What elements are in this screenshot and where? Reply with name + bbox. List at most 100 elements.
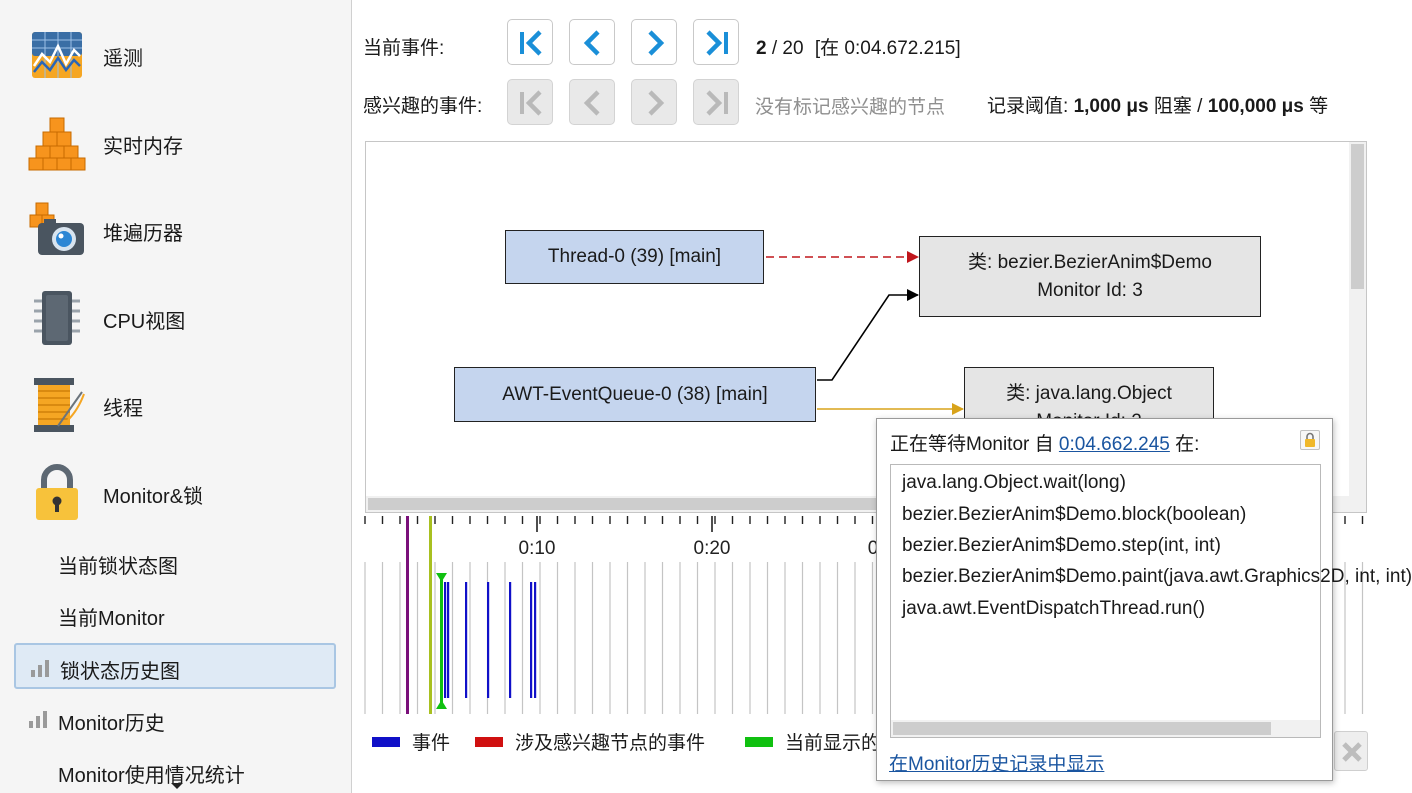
sidebar-subitem-label: Monitor历史 bbox=[58, 713, 165, 735]
heap-camera-icon bbox=[29, 202, 84, 255]
last-icon bbox=[706, 30, 728, 56]
show-in-monitor-history-link[interactable]: 在Monitor历史记录中显示 bbox=[889, 754, 1105, 775]
legend-swatch bbox=[475, 737, 503, 747]
timeline-events bbox=[444, 582, 537, 698]
previous-interesting-button[interactable] bbox=[569, 79, 615, 125]
timeline-event-bar bbox=[444, 582, 447, 698]
legend-label: 当前显示的 bbox=[785, 733, 881, 754]
graph-node-monitor-3[interactable]: 类: bezier.BezierAnim$Demo Monitor Id: 3 bbox=[919, 236, 1261, 317]
sidebar-subitem-monitor-history[interactable]: Monitor历史 bbox=[14, 696, 336, 742]
current-event-marker bbox=[436, 573, 447, 709]
stack-frame[interactable]: java.lang.Object.wait(long) bbox=[902, 472, 1126, 493]
thread-spool-icon bbox=[34, 378, 85, 432]
sidebar-subitem-lock-history-graph[interactable]: 锁状态历史图 bbox=[14, 643, 336, 689]
pin-popup-button[interactable] bbox=[1300, 430, 1320, 450]
popup-header: 正在等待Monitor 自 0:04.662.245 在: bbox=[890, 429, 1199, 456]
close-button[interactable] bbox=[1334, 731, 1368, 771]
sidebar-subitem-current-lock-graph[interactable]: 当前锁状态图 bbox=[14, 539, 336, 585]
event-position: 2 / 20 [在 0:04.672.215] bbox=[756, 33, 961, 60]
bar-chart-icon bbox=[31, 660, 49, 677]
sidebar-item-label: CPU视图 bbox=[103, 311, 186, 333]
no-marked-nodes-text: 没有标记感兴趣的节点 bbox=[755, 97, 946, 118]
memory-cubes-icon bbox=[28, 117, 86, 171]
lock-graph-panel[interactable]: Thread-0 (39) [main] 类: bezier.BezierAni… bbox=[365, 141, 1367, 513]
sidebar-item-label: 堆遍历器 bbox=[103, 223, 183, 245]
timeline-event-bar bbox=[447, 582, 450, 698]
sidebar-subitem-current-monitors[interactable]: 当前Monitor bbox=[14, 591, 336, 637]
last-interesting-button[interactable] bbox=[693, 79, 739, 125]
last-icon bbox=[706, 90, 728, 116]
graph-node-awt-eventqueue[interactable]: AWT-EventQueue-0 (38) [main] bbox=[454, 367, 816, 422]
next-icon bbox=[648, 90, 665, 116]
sidebar: 遥测 实时内存 堆遍历器 bbox=[0, 0, 352, 793]
last-event-button[interactable] bbox=[693, 19, 739, 65]
edge-awt-monitor1 bbox=[817, 289, 919, 381]
first-icon bbox=[520, 90, 542, 116]
first-interesting-button[interactable] bbox=[507, 79, 553, 125]
sidebar-subitem-label: Monitor使用情况统计 bbox=[58, 765, 245, 787]
sidebar-item-label: Monitor&锁 bbox=[103, 486, 204, 508]
triangle-down-icon[interactable] bbox=[170, 782, 184, 790]
bar-chart-icon bbox=[29, 711, 47, 728]
lock-icon bbox=[1305, 432, 1315, 447]
event-time: [在 0:04.672.215] bbox=[814, 38, 961, 59]
threshold-block-text: 阻塞 / bbox=[1153, 96, 1203, 117]
timeline-event-bar bbox=[487, 582, 490, 698]
popup-time-link[interactable]: 0:04.662.245 bbox=[1058, 434, 1170, 455]
close-icon bbox=[1342, 742, 1362, 762]
sidebar-subitem-label: 当前锁状态图 bbox=[58, 556, 178, 578]
timeline-event-bar bbox=[465, 582, 468, 698]
event-total: / 20 bbox=[771, 38, 804, 59]
sidebar-item-threads[interactable]: 线程 bbox=[0, 364, 352, 444]
sidebar-subitem-monitor-usage-stats[interactable]: Monitor使用情况统计 bbox=[14, 748, 336, 787]
timeline-event-bar bbox=[509, 582, 512, 698]
sidebar-item-label: 实时内存 bbox=[103, 136, 183, 158]
timeline-tick-label-partial: 0 bbox=[868, 538, 879, 559]
first-event-button[interactable] bbox=[507, 19, 553, 65]
timeline-event-bar bbox=[534, 582, 537, 698]
sidebar-item-monitors-locks[interactable]: Monitor&锁 bbox=[0, 452, 352, 532]
sidebar-item-cpu-views[interactable]: CPU视图 bbox=[0, 277, 352, 357]
next-icon bbox=[648, 30, 665, 56]
stack-frame[interactable]: bezier.BezierAnim$Demo.paint(java.awt.Gr… bbox=[902, 566, 1412, 587]
node-label: AWT-EventQueue-0 (38) [main] bbox=[502, 383, 768, 405]
timeline-marker-olive bbox=[429, 516, 432, 714]
sidebar-item-telemetry[interactable]: 遥测 bbox=[0, 14, 352, 94]
popup-header-prefix: 正在等待Monitor 自 bbox=[890, 434, 1054, 455]
previous-icon bbox=[583, 90, 600, 116]
stack-frame[interactable]: java.awt.EventDispatchThread.run() bbox=[902, 598, 1206, 619]
legend-label: 涉及感兴趣节点的事件 bbox=[515, 733, 706, 754]
graph-vertical-scrollbar[interactable] bbox=[1349, 142, 1366, 512]
popup-header-suffix: 在: bbox=[1175, 434, 1200, 455]
recording-threshold: 记录阈值: 1,000 μs 阻塞 / 100,000 μs 等 bbox=[987, 91, 1328, 118]
previous-icon bbox=[583, 30, 600, 56]
timeline-tick-label-0-10: 0:10 bbox=[519, 538, 556, 559]
stack-horizontal-scrollbar[interactable] bbox=[891, 720, 1320, 737]
monitor-wait-popup: 正在等待Monitor 自 0:04.662.245 在: java.lang.… bbox=[876, 418, 1412, 781]
legend-swatch bbox=[372, 737, 400, 747]
sidebar-item-live-memory[interactable]: 实时内存 bbox=[0, 102, 352, 182]
previous-event-button[interactable] bbox=[569, 19, 615, 65]
stack-frame[interactable]: bezier.BezierAnim$Demo.block(boolean) bbox=[902, 504, 1247, 525]
event-current-index: 2 bbox=[756, 38, 767, 59]
sidebar-subitem-label: 锁状态历史图 bbox=[60, 661, 180, 683]
threshold-block-value: 1,000 μs bbox=[1073, 96, 1149, 117]
stack-trace-list[interactable]: java.lang.Object.wait(long) bezier.Bezie… bbox=[890, 464, 1412, 738]
stack-frame[interactable]: bezier.BezierAnim$Demo.step(int, int) bbox=[902, 535, 1221, 556]
node-label: 类: java.lang.Object bbox=[1006, 382, 1172, 404]
sidebar-item-heap-walker[interactable]: 堆遍历器 bbox=[0, 189, 352, 269]
cpu-chip-icon bbox=[34, 291, 80, 345]
node-label: 类: bezier.BezierAnim$Demo bbox=[968, 251, 1212, 273]
next-interesting-button[interactable] bbox=[631, 79, 677, 125]
timeline-marker-purple bbox=[406, 516, 409, 714]
threshold-label: 记录阈值: bbox=[987, 96, 1069, 117]
sidebar-subitem-label: 当前Monitor bbox=[58, 608, 165, 630]
node-label: Monitor Id: 3 bbox=[1037, 279, 1143, 301]
graph-node-thread-0[interactable]: Thread-0 (39) [main] bbox=[505, 230, 764, 284]
threshold-wait-value: 100,000 μs bbox=[1207, 96, 1304, 117]
sidebar-item-label: 遥测 bbox=[103, 48, 143, 70]
padlock-icon bbox=[36, 464, 78, 520]
legend-swatch bbox=[745, 737, 773, 747]
next-event-button[interactable] bbox=[631, 19, 677, 65]
graph-edges bbox=[766, 251, 964, 415]
